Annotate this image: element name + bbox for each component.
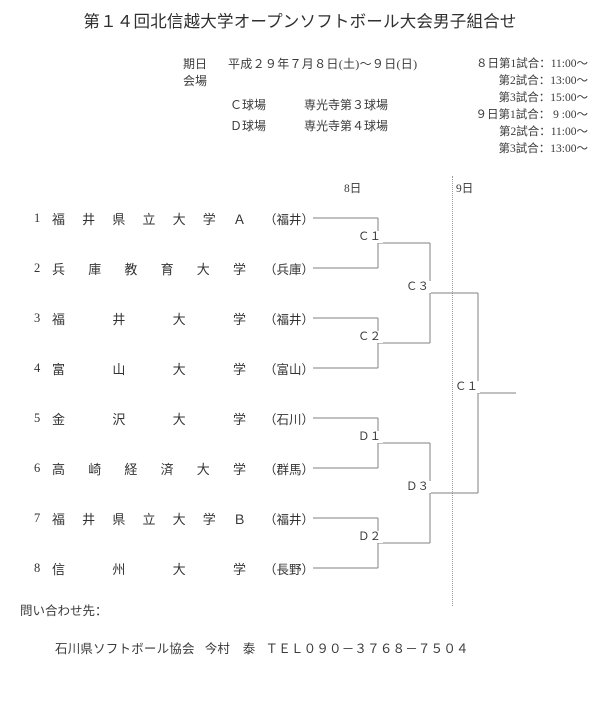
team-prefecture: （福井） [263,212,314,227]
team-prefecture: （福井） [263,312,314,327]
venue-court-d: Ｄ球場 [230,119,267,133]
team-prefecture: （福井） [263,512,314,527]
team-row: 4 富山大学 （富山） [34,358,314,378]
team-seed: 8 [34,560,41,575]
page-title: 第１４回北信越大学オープンソフトボール大会男子組合せ [83,12,517,31]
day-header-day8: 8日 [344,183,362,195]
venue-name-c: 専光寺第３球場 [304,98,389,112]
contact-phone: ＴＥＬ０９０－３７６８－７５０４ [265,642,469,656]
team-seed: 4 [34,360,41,375]
team-prefecture: （群馬） [263,462,314,477]
team-prefecture: （石川） [263,412,314,427]
match-label-d3: Ｄ３ [404,481,431,493]
team-seed: 6 [34,460,41,475]
day-header-day9: 9日 [456,183,474,195]
team-seed: 7 [34,510,41,525]
team-name: 信州大学 [52,561,246,577]
team-name: 福井大学 [52,311,246,327]
team-name: 富山大学 [52,361,246,377]
venue-name-d: 専光寺第４球場 [304,119,389,133]
team-prefecture: （兵庫） [263,262,314,277]
team-seed: 3 [34,310,41,325]
day-divider [452,176,453,606]
schedule-row: 第2試合：11:00〜 [498,126,588,138]
team-row: 5 金沢大学 （石川） [34,408,314,428]
venue-court-c: Ｃ球場 [230,98,267,112]
contact-details: 石川県ソフトボール協会今村 泰 ＴＥＬ０９０－３７６８－７５０４ [55,638,469,657]
team-prefecture: （長野） [263,562,314,577]
date-value: 平成２９年７月８日(土)〜９日(日) [228,57,418,71]
team-prefecture: （富山） [263,362,314,377]
match-label-d2: Ｄ２ [356,531,383,543]
contact-organization: 石川県ソフトボール協会 [55,642,195,656]
team-seed: 5 [34,410,41,425]
date-label: 期日 [183,57,208,71]
team-row: 2 兵庫教育大学 （兵庫） [34,258,314,278]
contact-person: 今村 泰 [204,642,256,656]
team-seed: 1 [34,210,41,225]
team-row: 8 信州大学 （長野） [34,558,314,578]
match-label-d1: Ｄ１ [356,431,383,443]
schedule-row: ８日第1試合：11:00〜 [475,58,588,70]
match-label-c1: Ｃ１ [356,231,383,243]
venue-label: 会場 [183,74,208,88]
schedule-row: 第3試合：15:00〜 [498,92,588,104]
schedule-row: 第2試合：13:00〜 [498,75,588,87]
team-seed: 2 [34,260,41,275]
match-label-c2: Ｃ２ [356,331,383,343]
schedule-row: ９日第1試合： 9 :00〜 [475,109,588,121]
match-label-final: Ｃ１ [453,381,480,393]
team-row: 6 高崎経済大学 （群馬） [34,458,314,478]
team-name: 兵庫教育大学 [52,261,246,277]
team-name: 金沢大学 [52,411,246,427]
contact-label: 問い合わせ先： [20,604,108,618]
match-label-c3: Ｃ３ [404,281,431,293]
team-name: 高崎経済大学 [52,461,246,477]
schedule-row: 第3試合：13:00〜 [498,143,588,155]
team-row: 3 福井大学 （福井） [34,308,314,328]
